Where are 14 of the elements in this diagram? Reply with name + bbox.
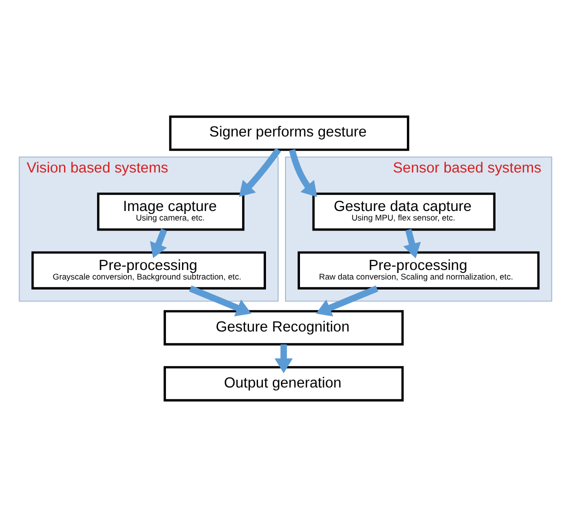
node-box: Signer performs gesture (169, 116, 410, 151)
arrow (288, 149, 318, 197)
node-box: Image capture Using camera, etc. (97, 192, 244, 231)
arrow (316, 286, 378, 316)
node-box: Gesture data capture Using MPU, flex sensor, etc. (312, 192, 496, 231)
node-box: Output generation (164, 366, 404, 402)
arrow (239, 148, 281, 197)
arrow (150, 228, 168, 258)
node-box: Pre-processing Raw data conversion, Scaling and normalization, etc. (298, 251, 540, 290)
arrow (274, 344, 293, 374)
arrow (189, 286, 252, 316)
node-box: Pre-processing Grayscale conversion, Background subtraction, etc. (31, 251, 266, 290)
arrow (403, 228, 421, 258)
node-box: Gesture Recognition (164, 310, 404, 346)
